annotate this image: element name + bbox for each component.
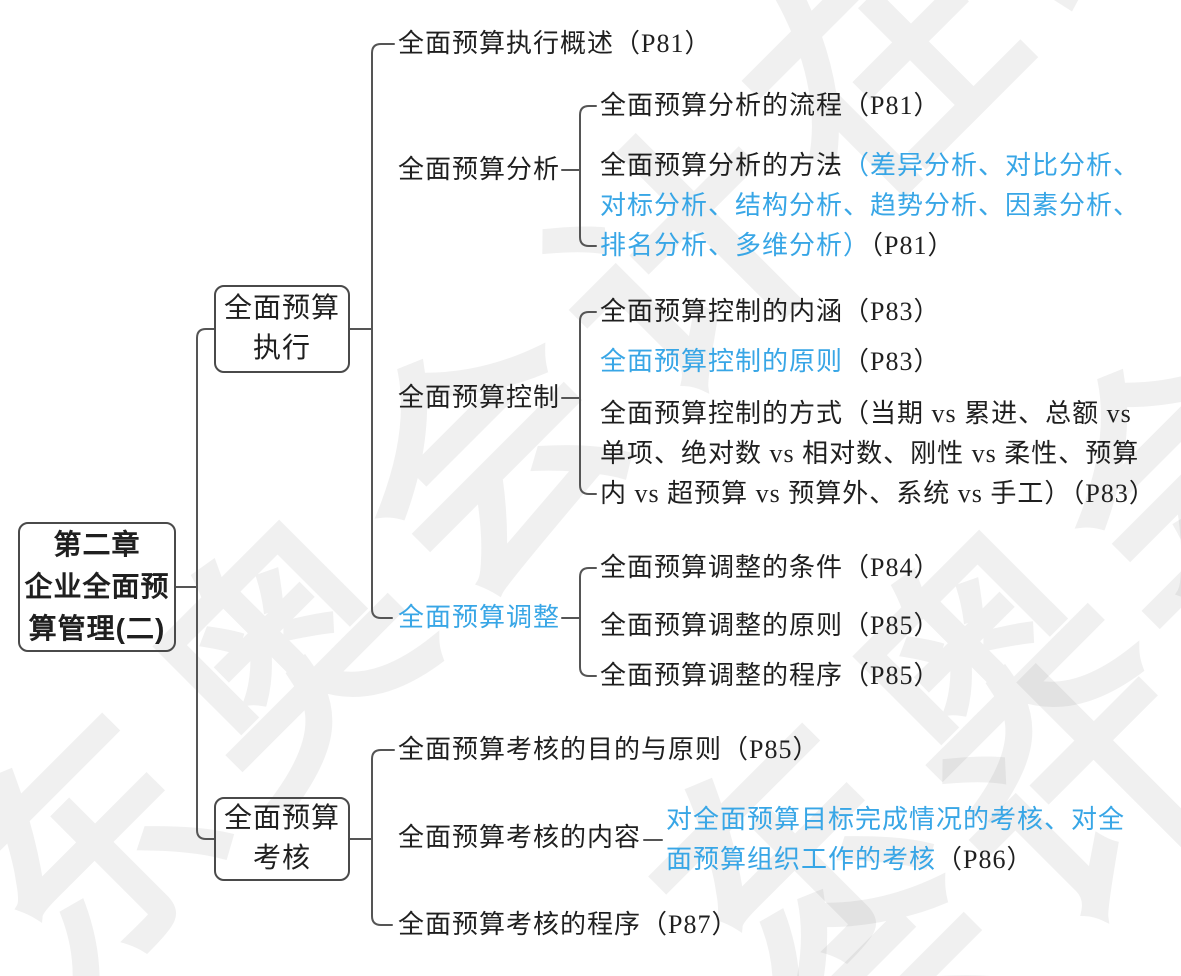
node-analysis-method: 全面预算分析的方法（差异分析、对比分析、对标分析、结构分析、趋势分析、因素分析、… (600, 151, 1141, 260)
node-control-principle: 全面预算控制的原则（P83） (600, 347, 941, 376)
connector-adjust-brace (579, 567, 597, 677)
assess-branch-label: 全面预算考核 (223, 803, 340, 874)
node-assess-branch: 全面预算考核 (214, 797, 350, 881)
connector-control-brace (579, 311, 597, 495)
node-analysis-flow: 全面预算分析的流程（P81） (600, 91, 941, 120)
node-analysis-label: 全面预算分析 (398, 155, 561, 184)
root-title-line2: 企业全面预算管理(二) (24, 571, 170, 644)
node-exec-overview: 全面预算执行概述（P81） (398, 29, 712, 58)
connector-assess-trunk (371, 749, 395, 926)
connector-analysis-brace (579, 105, 597, 247)
exec-branch-label: 全面预算执行 (223, 293, 340, 364)
root-title-line1: 第二章 (53, 529, 141, 560)
node-adjust-label: 全面预算调整 (398, 603, 561, 632)
node-assess-purpose: 全面预算考核的目的与原则（P85） (398, 735, 820, 764)
node-exec-branch: 全面预算执行 (214, 285, 350, 373)
node-assess-procedure: 全面预算考核的程序（P87） (398, 910, 739, 939)
node-adjust-principle: 全面预算调整的原则（P85） (600, 611, 941, 640)
node-control-label: 全面预算控制 (398, 383, 561, 412)
node-adjust-procedure: 全面预算调整的程序（P85） (600, 661, 941, 690)
connector-exec-trunk (371, 43, 395, 619)
connector-root-trunk (196, 328, 215, 840)
node-root: 第二章 企业全面预算管理(二) (18, 522, 176, 652)
node-assess-content-detail: 对全面预算目标完成情况的考核、对全面预算组织工作的考核（P86） (666, 805, 1126, 874)
node-adjust-condition: 全面预算调整的条件（P84） (600, 553, 941, 582)
node-assess-content-label: 全面预算考核的内容 (398, 823, 642, 852)
node-control-connotation: 全面预算控制的内涵（P83） (600, 297, 941, 326)
node-control-mode: 全面预算控制的方式（当期 vs 累进、总额 vs 单项、绝对数 vs 相对数、刚… (600, 399, 1156, 508)
